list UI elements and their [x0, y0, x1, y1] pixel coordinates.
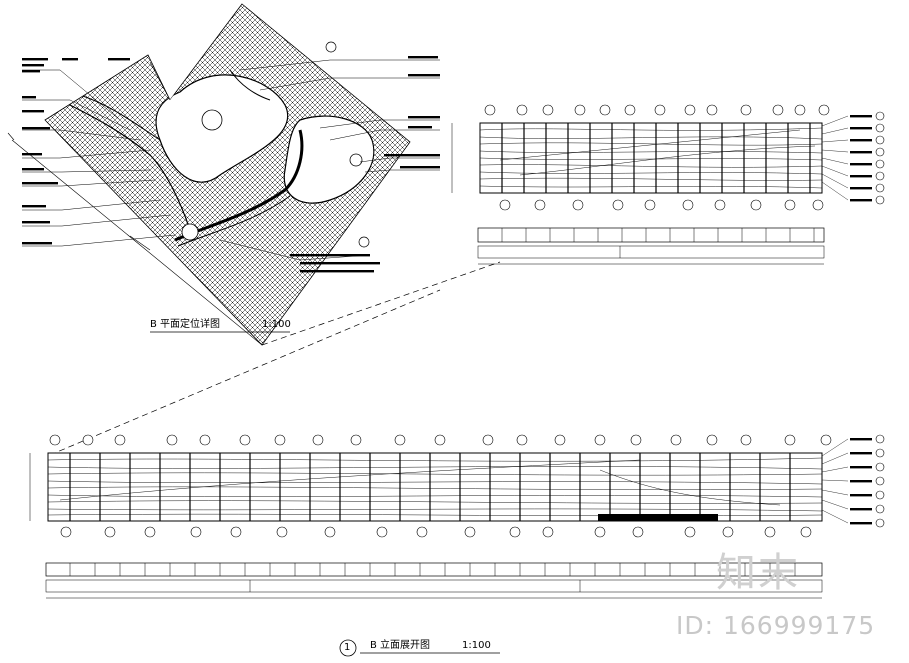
elevation-view-scale: 1:100 [462, 640, 491, 651]
plan-view-title: B 平面定位详图 [150, 319, 221, 330]
plan-view [7, 3, 440, 346]
elevation-view-title: B 立面展开图 [370, 640, 431, 651]
plan-view-scale: 1:100 [262, 319, 291, 330]
watermark-id: ID: 166999175 [676, 611, 876, 640]
plan-features [59, 69, 375, 247]
top-elevation [451, 104, 885, 265]
bottom-elevation [29, 434, 885, 657]
elevation-view-number: 1 [344, 642, 351, 653]
watermark-logo: 知末 [716, 550, 800, 596]
